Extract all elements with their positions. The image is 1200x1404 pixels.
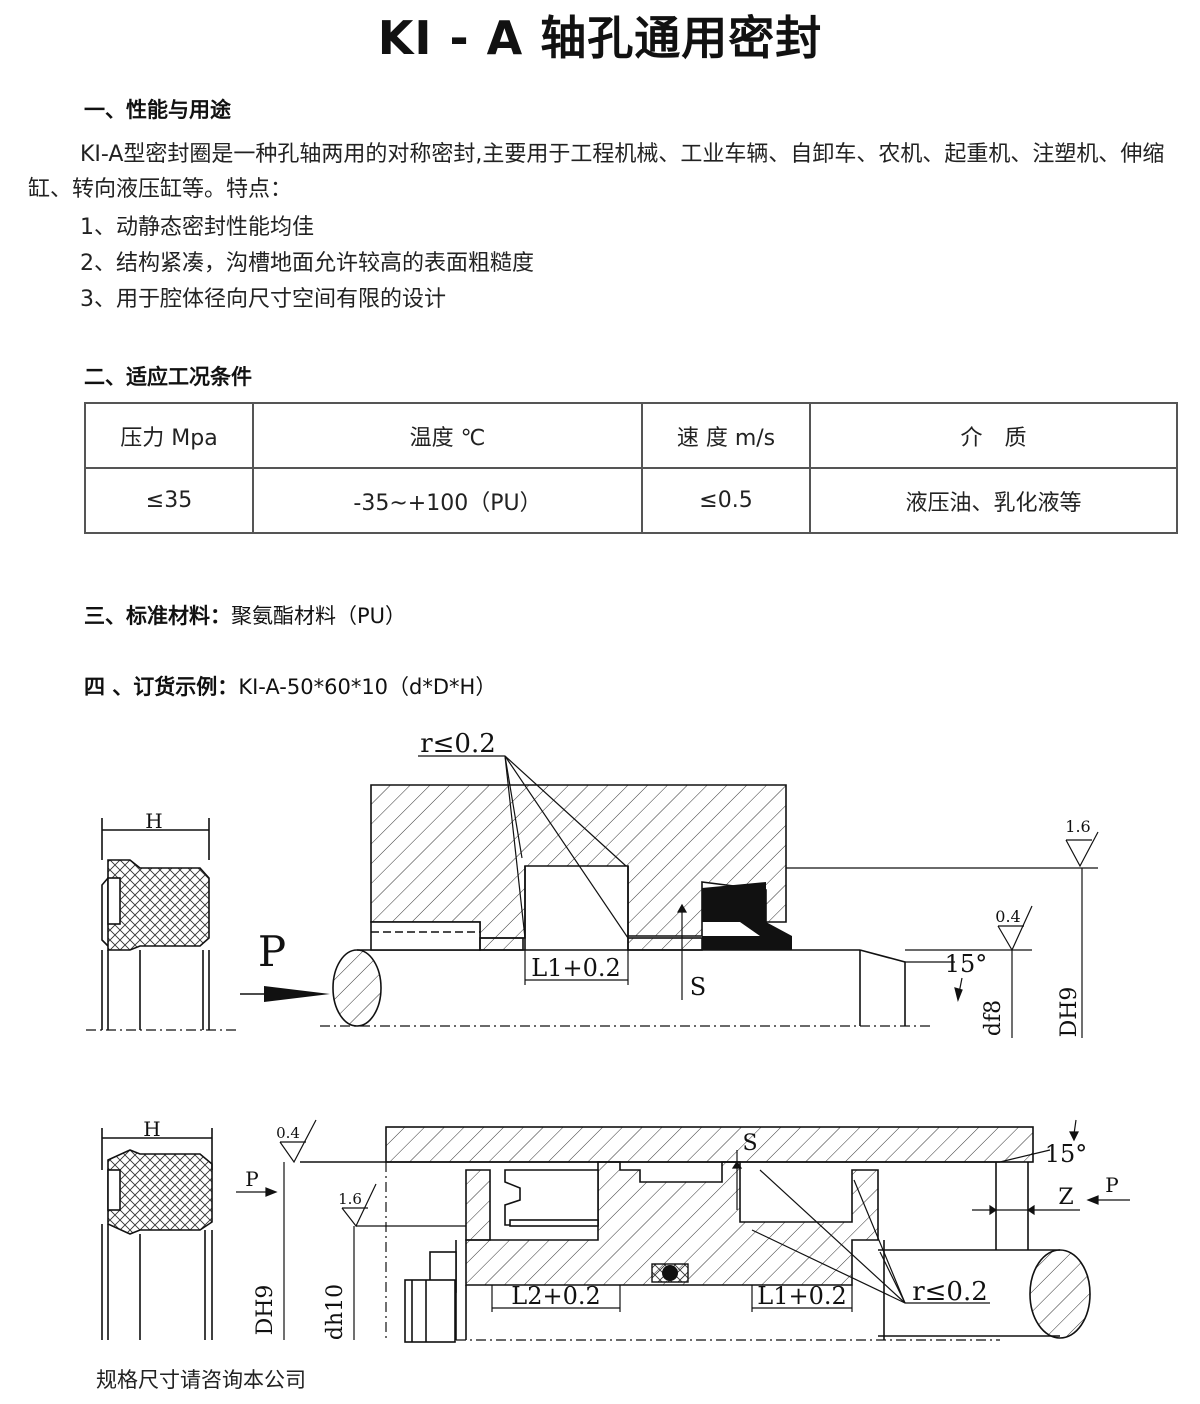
cell-temperature: -35~+100（PU） bbox=[252, 467, 643, 534]
dim-l1-label-top: L1+0.2 bbox=[531, 954, 620, 982]
table-row: ≤35 -35~+100（PU） ≤0.5 液压油、乳化液等 bbox=[84, 467, 1178, 534]
radius-label-bottom: r≤0.2 bbox=[912, 1277, 988, 1307]
dim-s-bottom bbox=[731, 1150, 743, 1210]
page-title: KI - A 轴孔通用密封 bbox=[377, 11, 823, 65]
cell-pressure: ≤35 bbox=[84, 467, 254, 534]
section2-heading: 二、适应工况条件 bbox=[84, 365, 252, 389]
header-cell-temperature: 温度 ℃ bbox=[252, 402, 643, 469]
cell-speed: ≤0.5 bbox=[641, 467, 811, 534]
footer-note: 规格尺寸请咨询本公司 bbox=[96, 1368, 306, 1392]
roughness-04-label-bottom: 0.4 bbox=[276, 1124, 300, 1142]
section4-value: KI-A-50*60*10（d*D*H） bbox=[238, 675, 497, 699]
dh10-label-bottom: dh10 bbox=[323, 1284, 348, 1340]
header-cell-medium: 介 质 bbox=[809, 402, 1178, 469]
angle-label-bottom: 15° bbox=[1045, 1140, 1088, 1168]
pressure-label-right: P bbox=[1105, 1173, 1118, 1197]
seal-profile-black bbox=[702, 882, 792, 950]
header-cell-speed: 速 度 m/s bbox=[641, 402, 811, 469]
roughness-16-top bbox=[786, 831, 1099, 1038]
seal-cross-section-bottom bbox=[101, 1128, 213, 1340]
o-ring-bottom bbox=[651, 1263, 689, 1283]
section1-paragraph: KI-A型密封圈是一种孔轴两用的对称密封,主要用于工程机械、工业车辆、自卸车、农… bbox=[28, 137, 1178, 207]
table-header-row: 压力 Mpa 温度 ℃ 速 度 m/s 介 质 bbox=[84, 402, 1178, 469]
pressure-arrow-left bbox=[236, 1187, 278, 1197]
roughness-04-top bbox=[905, 905, 1033, 1038]
section4-label: 四 、订货示例： bbox=[84, 675, 239, 699]
seal-cross-section-top bbox=[86, 818, 240, 1031]
dim-l2-bottom bbox=[491, 1285, 621, 1312]
dim-s-label-top: S bbox=[690, 973, 706, 1001]
roughness-04-bottom-sym bbox=[279, 1119, 317, 1340]
roughness-16-label-top: 1.6 bbox=[1065, 817, 1090, 836]
housing-bottom bbox=[300, 1126, 1034, 1340]
roughness-16-label-bottom: 1.6 bbox=[338, 1190, 362, 1208]
rod-bottom bbox=[456, 1162, 1091, 1341]
section4-heading: 四 、订货示例：KI-A-50*60*10（d*D*H） bbox=[84, 671, 496, 701]
radius-label-top: r≤0.2 bbox=[420, 729, 496, 759]
header-cell-pressure: 压力 Mpa bbox=[84, 402, 254, 469]
housing-top bbox=[370, 784, 787, 951]
section1-heading: 一、性能与用途 bbox=[84, 98, 231, 122]
dim-h-label-bottom: H bbox=[143, 1117, 160, 1141]
dim-h-label: H bbox=[145, 809, 162, 833]
angle-label-top: 15° bbox=[945, 950, 988, 978]
dh9-label-bottom: DH9 bbox=[253, 1285, 278, 1336]
dh9-label-top: DH9 bbox=[1057, 987, 1082, 1038]
roughness-04-label-top: 0.4 bbox=[995, 907, 1020, 926]
feature-item: 1、动静态密封性能均佳 bbox=[80, 215, 314, 240]
pressure-label: P bbox=[258, 927, 286, 976]
dim-l2-label-bottom: L2+0.2 bbox=[511, 1282, 600, 1310]
conditions-table: 压力 Mpa 温度 ℃ 速 度 m/s 介 质 ≤35 -35~+100（PU）… bbox=[84, 402, 1178, 534]
dim-l1-label-bottom: L1+0.2 bbox=[757, 1282, 846, 1310]
feature-item: 2、结构紧凑，沟槽地面允许较高的表面粗糙度 bbox=[80, 251, 534, 276]
radius-leaders-bottom bbox=[751, 1169, 990, 1304]
pressure-arrow-right bbox=[1086, 1195, 1130, 1205]
dim-s-label-bottom: S bbox=[742, 1131, 757, 1156]
radius-leaders-top bbox=[418, 755, 629, 939]
pressure-arrow bbox=[240, 986, 330, 1002]
piston-bottom bbox=[404, 1161, 879, 1343]
angle-marker-top bbox=[905, 961, 963, 1002]
section3-label: 三、标准材料： bbox=[84, 604, 231, 628]
dim-l1-top bbox=[524, 950, 629, 985]
df8-label-top: df8 bbox=[981, 1000, 1006, 1036]
section3-heading: 三、标准材料：聚氨酯材料（PU） bbox=[84, 600, 406, 630]
technical-drawing: H P r≤0.2 L1+0.2 S bbox=[86, 729, 1130, 1343]
dim-l1-bottom bbox=[751, 1285, 853, 1312]
roughness-16-bottom bbox=[341, 1183, 466, 1340]
angle-marker-bottom bbox=[999, 1119, 1079, 1163]
paragraph-text: KI-A型密封圈是一种孔轴两用的对称密封,主要用于工程机械、工业车辆、自卸车、农… bbox=[28, 142, 1165, 202]
dim-s-top bbox=[676, 903, 688, 1000]
shaft-top bbox=[320, 949, 930, 1027]
pressure-label-left: P bbox=[245, 1167, 258, 1191]
section3-value: 聚氨酯材料（PU） bbox=[231, 604, 407, 628]
dim-z-label-bottom: Z bbox=[1058, 1185, 1073, 1210]
cell-medium: 液压油、乳化液等 bbox=[809, 467, 1178, 534]
dim-z-bottom bbox=[972, 1204, 1080, 1216]
feature-item: 3、用于腔体径向尺寸空间有限的设计 bbox=[80, 287, 446, 312]
